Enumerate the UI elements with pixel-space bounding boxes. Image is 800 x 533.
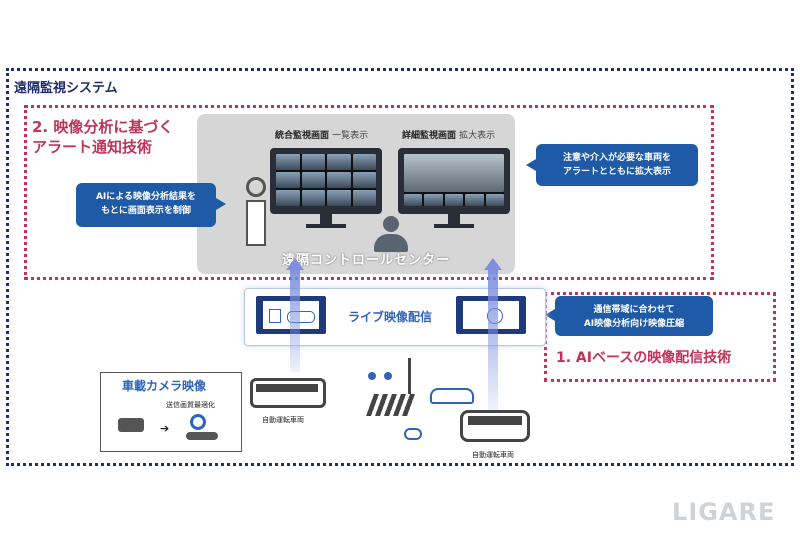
video-thumb [327, 154, 351, 170]
section2-frame [24, 105, 714, 280]
video-thumb [301, 172, 325, 188]
video-thumb [424, 193, 443, 206]
gear-icon [246, 177, 266, 197]
section2-title-line1: 2. 映像分析に基づく [32, 118, 174, 136]
right-monitor-label: 詳細監視画面 拡大表示 [402, 128, 495, 141]
callout-pointer [545, 309, 555, 321]
bus-left-label: 自動運転車両 [262, 416, 304, 424]
bus-right-label: 自動運転車両 [472, 451, 514, 459]
gear-icon [190, 414, 206, 430]
video-thumb [404, 193, 423, 206]
video-thumb [465, 193, 484, 206]
conveyor-icon [186, 432, 218, 440]
onboard-camera-box [100, 372, 242, 452]
video-thumb [301, 154, 325, 170]
ai-callout-line1: AIによる映像分析結果を [95, 192, 197, 202]
onboard-camera-title: 車載カメラ映像 [122, 379, 207, 393]
server-icon [246, 200, 266, 246]
ai-callout-line2: もとに画面表示を制御 [101, 206, 191, 216]
bandwidth-line2: AI映像分析向け映像圧縮 [583, 319, 685, 329]
video-thumb [352, 190, 376, 206]
callout-pointer [216, 198, 226, 210]
bus-icon [460, 410, 530, 442]
arrow-up-icon [286, 258, 304, 270]
left-monitor-title: 統合監視画面 [275, 131, 330, 141]
arrow-up-icon [484, 258, 502, 270]
camera-icon [118, 418, 144, 432]
video-thumb [327, 190, 351, 206]
operator-body-icon [374, 234, 408, 252]
pedestrian-icon [368, 372, 376, 380]
bandwidth-callout: 通信帯域に合わせて AI映像分析向け映像圧縮 [555, 296, 713, 336]
bus-windows [468, 416, 522, 425]
uplink-arrow-left [290, 270, 300, 372]
section1-title: 1. AIベースの映像配信技術 [556, 350, 732, 366]
brand-watermark: LIGARE [672, 498, 776, 526]
enlarged-video [404, 154, 504, 192]
uplink-arrow-right [488, 270, 498, 410]
left-monitor-label: 統合監視画面 一覧表示 [275, 128, 368, 141]
right-monitor-subtitle: 拡大表示 [459, 131, 496, 141]
control-center-label: 遠隔コントロールセンター [282, 253, 451, 268]
operator-head-icon [383, 216, 399, 232]
left-monitor [270, 148, 382, 214]
video-thumb [301, 190, 325, 206]
system-title: 遠隔監視システム [14, 81, 118, 96]
bicycle-icon [404, 428, 422, 440]
video-thumb [444, 193, 464, 206]
callout-pointer [526, 159, 536, 171]
video-thumb [352, 154, 376, 170]
system-frame [6, 68, 794, 466]
left-monitor-subtitle: 一覧表示 [332, 131, 369, 141]
video-thumb [276, 154, 300, 170]
quality-optimization-label: 送信画質最適化 [166, 401, 215, 409]
bandwidth-line1: 通信帯域に合わせて [593, 305, 675, 315]
crosswalk [365, 394, 417, 416]
alert-callout-line2: アラートとともに拡大表示 [562, 167, 671, 177]
video-thumb [485, 193, 504, 206]
car-icon [287, 311, 315, 323]
pedestrian-icon [384, 372, 392, 380]
alert-callout-line1: 注意や介入が必要な車両を [562, 153, 671, 163]
right-monitor-title: 詳細監視画面 [402, 131, 457, 141]
ai-analysis-callout: AIによる映像分析結果を もとに画面表示を制御 [76, 183, 216, 227]
video-thumb [276, 172, 300, 188]
traffic-signal-icon [408, 358, 411, 408]
left-monitor-stand [320, 214, 332, 224]
section2-title: 2. 映像分析に基づく アラート通知技術 [32, 117, 173, 157]
pedestrian-icon [269, 309, 281, 323]
video-thumb [352, 172, 376, 188]
right-monitor-screen [404, 154, 504, 206]
alert-callout: 注意や介入が必要な車両を アラートとともに拡大表示 [536, 144, 698, 186]
left-monitor-screen [276, 154, 376, 206]
right-monitor [398, 148, 510, 214]
section2-title-line2: アラート通知技術 [32, 138, 153, 156]
left-monitor-base [306, 224, 346, 228]
car-icon [430, 388, 474, 404]
right-monitor-stand [448, 214, 460, 224]
arrow-right-icon: ➔ [160, 422, 170, 435]
bus-windows [256, 384, 318, 392]
right-monitor-base [434, 224, 474, 228]
video-thumb [327, 172, 351, 188]
live-stream-label: ライブ映像配信 [348, 310, 433, 324]
bus-icon [250, 378, 326, 408]
video-thumb [276, 190, 300, 206]
